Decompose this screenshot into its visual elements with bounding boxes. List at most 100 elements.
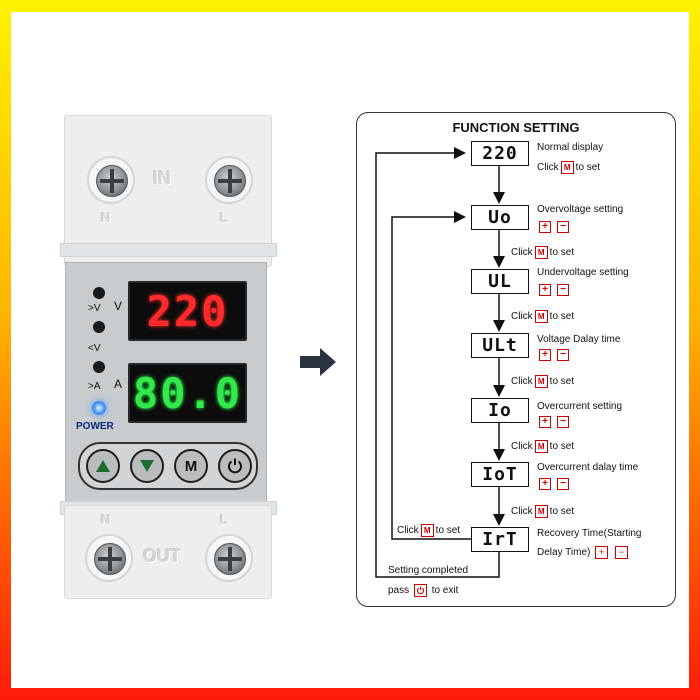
to-set-label: to set — [549, 247, 575, 259]
to-set-label: to set — [549, 311, 575, 323]
display-normal: 220 — [471, 141, 529, 166]
click-label: Click — [397, 525, 419, 537]
power-label: POWER — [76, 421, 114, 432]
plus-key-icon: + — [595, 546, 609, 559]
display-overcurrent: Io — [471, 398, 529, 423]
control-panel: >V <V >A V A 220 80.0 POWER M — [65, 262, 267, 506]
voltage-display: 220 — [128, 281, 247, 341]
output-terminal-block: N L OUT — [64, 505, 272, 599]
step-overcurrent-delay-description: Overcurrent dalay time — [537, 462, 639, 473]
minus-key-icon: − — [557, 221, 569, 233]
screw-icon — [214, 165, 246, 197]
minus-key-icon: − — [557, 416, 569, 428]
menu-key-icon: M — [560, 161, 574, 174]
to-exit-label: to exit — [431, 585, 459, 597]
recovery-description-line2: Delay Time) — [537, 547, 591, 559]
input-terminal-block: IN N L — [64, 115, 272, 267]
output-terminal-l — [205, 534, 253, 582]
step-recovery-description: Recovery Time(Starting — [537, 528, 642, 539]
current-unit-label: A — [114, 377, 123, 391]
minus-key-icon: − — [614, 546, 628, 559]
overvoltage-indicator-label: >V — [88, 303, 101, 314]
to-set-label: to set — [435, 525, 461, 537]
plus-key-icon: + — [539, 284, 551, 296]
click-label: Click — [511, 247, 533, 259]
output-terminal-n — [85, 534, 133, 582]
display-voltage-delay: ULt — [471, 333, 529, 358]
flow-connectors — [375, 147, 505, 578]
function-setting-card: FUNCTION SETTING 220 Normal display Clic… — [356, 112, 676, 607]
output-label: OUT — [143, 546, 181, 566]
click-label: Click — [537, 162, 559, 174]
display-recovery-time: IrT — [471, 527, 529, 552]
display-undervoltage: UL — [471, 269, 529, 294]
step-voltage-delay-description: Voltage Dalay time — [537, 334, 621, 345]
plus-key-icon: + — [539, 478, 551, 490]
step-normal-description: Normal display — [537, 142, 604, 153]
click-label: Click — [511, 311, 533, 323]
plus-key-icon: + — [539, 416, 551, 428]
exit-note-line2: pass to exit — [388, 584, 458, 597]
up-button[interactable] — [86, 449, 120, 483]
down-button[interactable] — [130, 449, 164, 483]
menu-key-icon: M — [534, 310, 548, 323]
exit-note-line1: Setting completed — [388, 565, 469, 576]
power-led — [92, 401, 106, 415]
overcurrent-led — [93, 361, 105, 373]
output-terminal-n-label: N — [101, 512, 111, 527]
undervoltage-indicator-label: <V — [88, 343, 101, 354]
power-button[interactable] — [218, 449, 252, 483]
minus-key-icon: − — [557, 284, 569, 296]
menu-button-label: M — [184, 457, 198, 475]
to-set-label: to set — [549, 506, 575, 518]
input-terminal-n — [87, 156, 135, 204]
minus-key-icon: − — [557, 349, 569, 361]
to-set-label: to set — [549, 441, 575, 453]
overvoltage-led — [93, 287, 105, 299]
plus-key-icon: + — [539, 221, 551, 233]
input-label: IN — [153, 168, 171, 188]
step-undervoltage-description: Undervoltage setting — [537, 267, 629, 278]
click-label: Click — [511, 441, 533, 453]
menu-key-icon: M — [534, 440, 548, 453]
display-overvoltage: Uo — [471, 205, 529, 230]
plus-key-icon: + — [539, 349, 551, 361]
voltage-current-protector: IN N L >V <V >A V A 220 80.0 POWER M — [60, 115, 277, 600]
voltage-unit-label: V — [114, 299, 123, 313]
click-label: Click — [511, 506, 533, 518]
input-terminal-n-label: N — [101, 210, 111, 225]
click-label: Click — [511, 376, 533, 388]
menu-key-icon: M — [534, 246, 548, 259]
pass-label: pass — [388, 585, 410, 597]
din-rail-ridge — [60, 243, 277, 257]
display-overcurrent-delay: IoT — [471, 462, 529, 487]
menu-key-icon: M — [534, 505, 548, 518]
output-terminal-l-label: L — [220, 512, 228, 527]
step-recovery-description-2: Delay Time) + − — [537, 546, 630, 559]
down-arrow-icon — [140, 460, 154, 472]
overcurrent-indicator-label: >A — [88, 381, 101, 392]
screw-icon — [94, 543, 126, 575]
menu-key-icon: M — [420, 524, 434, 537]
step-overvoltage-description: Overvoltage setting — [537, 204, 624, 215]
menu-button[interactable]: M — [174, 449, 208, 483]
current-display: 80.0 — [128, 363, 247, 423]
menu-key-icon: M — [534, 375, 548, 388]
minus-key-icon: − — [557, 478, 569, 490]
input-terminal-l — [205, 156, 253, 204]
to-set-label: to set — [549, 376, 575, 388]
power-icon — [228, 458, 242, 474]
up-arrow-icon — [96, 460, 110, 472]
flow-title: FUNCTION SETTING — [452, 120, 580, 135]
arrow-right-icon — [300, 348, 336, 376]
to-set-label: to set — [575, 162, 601, 174]
power-key-icon — [413, 584, 427, 597]
button-bar: M — [78, 442, 258, 490]
